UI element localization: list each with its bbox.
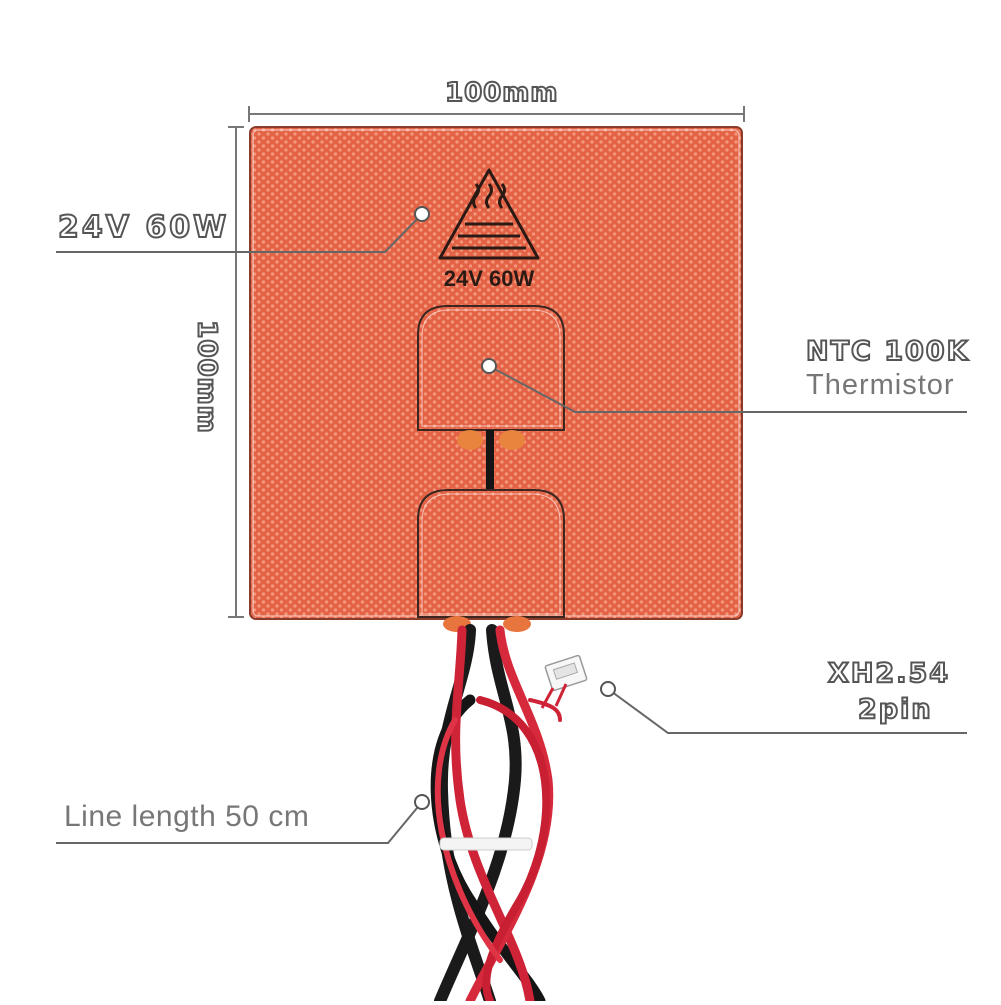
width-label: 100mm — [444, 77, 559, 109]
lead-patch — [417, 489, 565, 618]
thermistor-patch — [417, 305, 565, 431]
sensor-label-line1: NTC 100K — [805, 335, 970, 368]
cable-tie — [439, 837, 533, 851]
connector-label-line2: 2pin — [857, 693, 933, 726]
callout-dots — [414, 206, 616, 810]
power-label: 24V 60W — [57, 209, 230, 246]
heater-cable — [430, 624, 562, 1005]
connector-label-line1: XH2.54 — [827, 657, 951, 690]
callout-lines — [56, 213, 967, 844]
xh-connector — [540, 654, 588, 709]
height-label: 100mm — [191, 319, 223, 434]
pad-marking: 24V 60W — [444, 266, 535, 291]
width-dimension — [248, 106, 745, 122]
height-dimension — [228, 126, 244, 618]
silicone-heater-pad — [249, 126, 743, 620]
cable-length-label: Line length 50 cm — [64, 800, 310, 833]
heat-warning-triangle-icon — [438, 168, 540, 260]
sensor-label-line2: Thermistor — [806, 369, 955, 401]
